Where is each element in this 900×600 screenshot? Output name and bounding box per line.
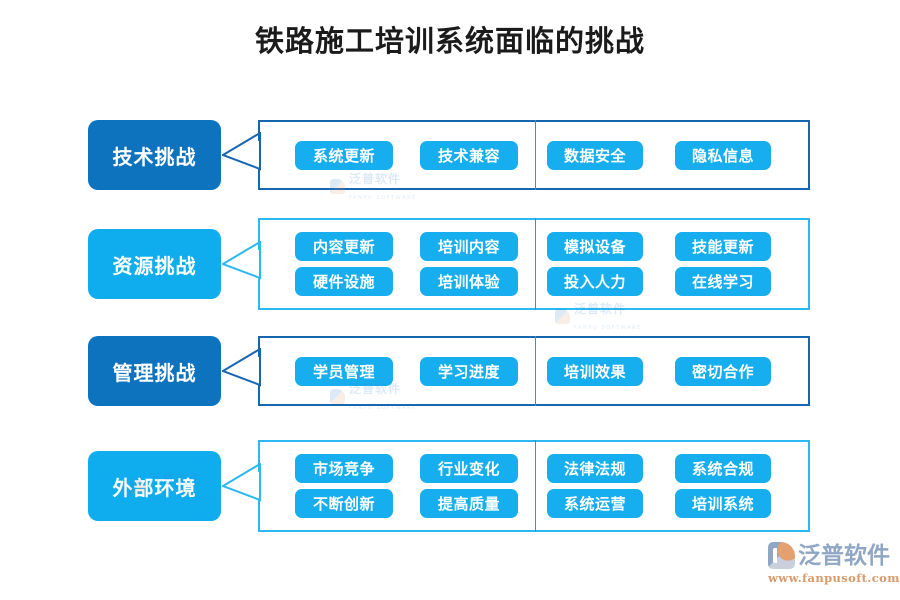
item-pill[interactable]: 在线学习 (675, 267, 771, 296)
group-container-1 (258, 120, 810, 190)
item-pill[interactable]: 行业变化 (420, 454, 518, 483)
item-pill[interactable]: 培训系统 (675, 489, 771, 518)
arrow-left-icon-2 (222, 241, 262, 287)
watermark-en: FANPU SOFTWARE (349, 195, 417, 201)
item-pill[interactable]: 密切合作 (675, 356, 771, 386)
item-pill[interactable]: 提高质量 (420, 489, 518, 518)
arrow-left-icon-4 (222, 463, 262, 509)
item-pill[interactable]: 系统更新 (295, 140, 393, 170)
logo-top: 泛普软件 (768, 540, 890, 570)
page-title: 铁路施工培训系统面临的挑战 (254, 24, 645, 58)
category-label-2[interactable]: 资源挑战 (88, 229, 221, 299)
fanpu-logo-icon (768, 541, 795, 569)
item-pill[interactable]: 技能更新 (675, 232, 771, 261)
arrow-left-icon-1 (222, 132, 262, 178)
item-pill[interactable]: 隐私信息 (675, 140, 771, 170)
fanpu-logo-icon (555, 308, 570, 324)
item-pill[interactable]: 系统合规 (675, 454, 771, 483)
category-label-1[interactable]: 技术挑战 (88, 120, 221, 190)
item-pill[interactable]: 内容更新 (295, 232, 393, 261)
column-divider-1 (535, 120, 536, 190)
brand-logo: 泛普软件 www.fanpusoft.com (768, 540, 899, 588)
category-label-4[interactable]: 外部环境 (88, 451, 221, 521)
column-divider-4 (535, 440, 536, 532)
group-container-4 (258, 440, 810, 532)
item-pill[interactable]: 技术兼容 (420, 140, 518, 170)
item-pill[interactable]: 硬件设施 (295, 267, 393, 296)
group-container-3 (258, 336, 810, 406)
arrow-left-icon-3 (222, 348, 262, 394)
item-pill[interactable]: 培训体验 (420, 267, 518, 296)
logo-company-name: 泛普软件 (798, 541, 890, 569)
group-container-2 (258, 218, 810, 310)
item-pill[interactable]: 不断创新 (295, 489, 393, 518)
item-pill[interactable]: 学员管理 (295, 356, 393, 386)
item-pill[interactable]: 市场竞争 (295, 454, 393, 483)
column-divider-2 (535, 218, 536, 310)
item-pill[interactable]: 法律法规 (547, 454, 643, 483)
item-pill[interactable]: 数据安全 (547, 140, 643, 170)
category-label-3[interactable]: 管理挑战 (88, 336, 221, 406)
column-divider-3 (535, 336, 536, 406)
item-pill[interactable]: 培训内容 (420, 232, 518, 261)
item-pill[interactable]: 系统运营 (547, 489, 643, 518)
watermark-en: FANPU SOFTWARE (574, 325, 642, 331)
item-pill[interactable]: 模拟设备 (547, 232, 643, 261)
item-pill[interactable]: 投入人力 (547, 267, 643, 296)
item-pill[interactable]: 学习进度 (420, 356, 518, 386)
logo-website-url: www.fanpusoft.com (768, 571, 900, 585)
item-pill[interactable]: 培训效果 (547, 356, 643, 386)
